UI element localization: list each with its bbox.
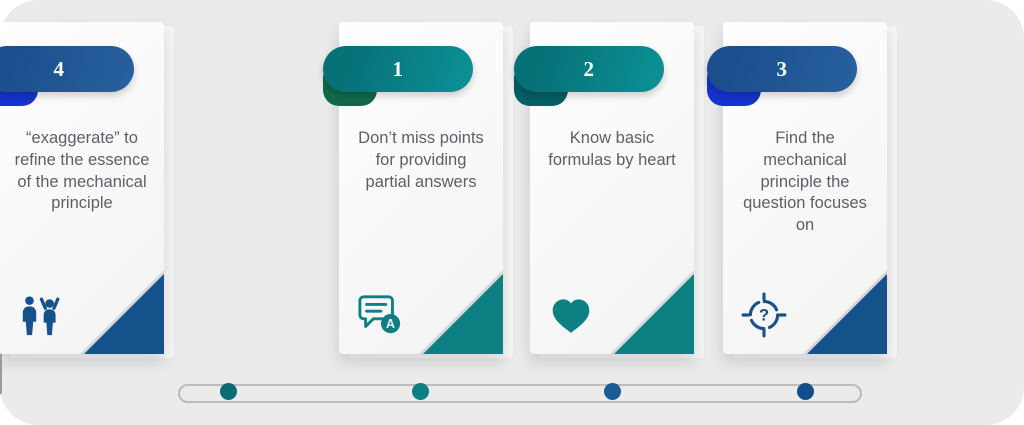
timeline-dot-2 (412, 383, 429, 400)
svg-text:?: ? (759, 306, 769, 325)
step-number-pill: 1 (323, 46, 473, 92)
timeline-bar (178, 384, 862, 403)
step-number: 4 (53, 56, 65, 81)
svg-text:A: A (386, 317, 395, 331)
step-number-pill: 3 (707, 46, 857, 92)
step-text: Don’t miss points for providing partial … (358, 129, 484, 191)
step-number: 1 (392, 56, 404, 81)
timeline-dot-3 (604, 383, 621, 400)
target-question-icon: ? (741, 292, 787, 338)
timeline-dot-1 (220, 383, 237, 400)
step-number-pill: 2 (514, 46, 664, 92)
people-celebrate-icon (18, 292, 64, 338)
step-card-4: 4 “exaggerate” to refine the essence of … (0, 22, 164, 354)
heart-icon (548, 292, 594, 338)
step-card-1: 1 Don’t miss points for providing partia… (323, 22, 503, 354)
corner-triangle (807, 274, 887, 354)
step-text: Find the mechanical principle the questi… (743, 129, 867, 235)
timeline-dot-4 (797, 383, 814, 400)
step-card-2: 2 Know basic formulas by heart (514, 22, 694, 354)
step-number: 3 (776, 56, 788, 81)
step-text: Know basic formulas by heart (548, 129, 676, 169)
step-text: “exaggerate” to refine the essence of th… (14, 129, 150, 213)
corner-triangle (614, 274, 694, 354)
step-number: 2 (583, 56, 595, 81)
answer-chat-icon: A (357, 292, 403, 338)
corner-triangle (84, 274, 164, 354)
timeline-connector-4 (0, 354, 2, 394)
corner-triangle (423, 274, 503, 354)
step-number-pill: 4 (0, 46, 134, 92)
step-card-3: 3 Find the mechanical principle the ques… (707, 22, 887, 354)
